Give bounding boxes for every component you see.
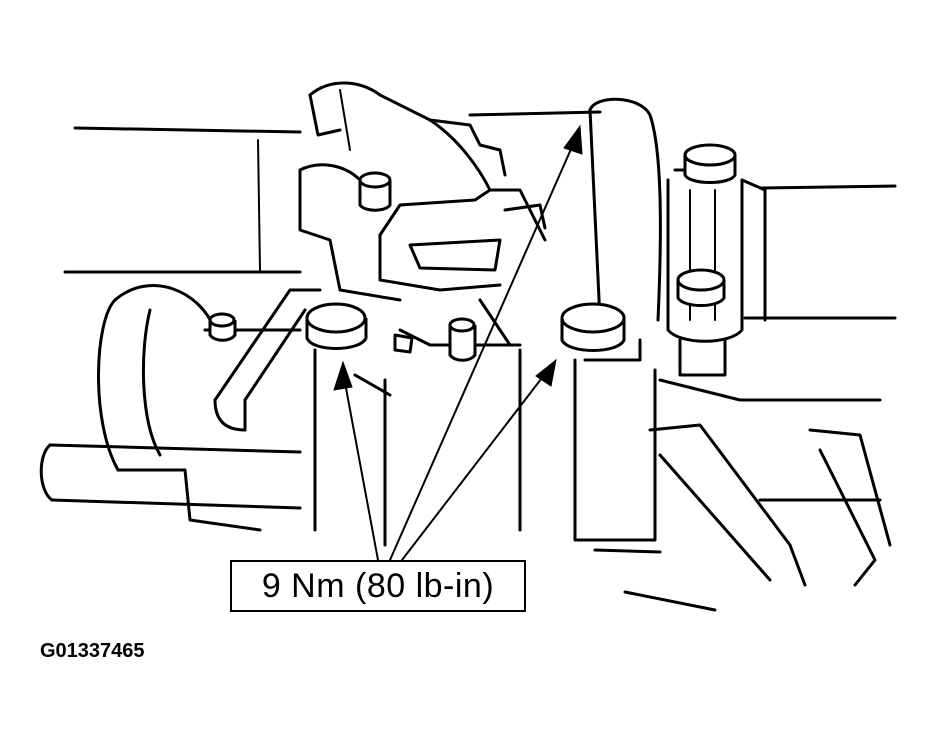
bracket-tube (213, 288, 322, 432)
leader-lines (333, 124, 583, 561)
left-bolt (305, 302, 368, 350)
arrow-to-right-bolt (535, 358, 557, 387)
right-bolt (560, 302, 642, 362)
arrow-to-left-bolt (333, 360, 353, 391)
torque-label: 9 Nm (80 lb-in) (261, 566, 495, 605)
left-rod (39, 443, 302, 510)
upper-bracket-assembly (298, 81, 547, 302)
background-frame-lines (63, 110, 897, 320)
center-block (313, 298, 522, 547)
cylindrical-housing (573, 97, 662, 554)
center-pins (208, 312, 477, 362)
arrow-to-housing-top (563, 124, 583, 155)
torque-callout-box: 9 Nm (80 lb-in) (230, 560, 526, 612)
lower-right-manifold (623, 378, 892, 612)
right-column (666, 143, 767, 377)
small-stud (358, 171, 392, 212)
figure-id: G01337465 (40, 640, 145, 662)
